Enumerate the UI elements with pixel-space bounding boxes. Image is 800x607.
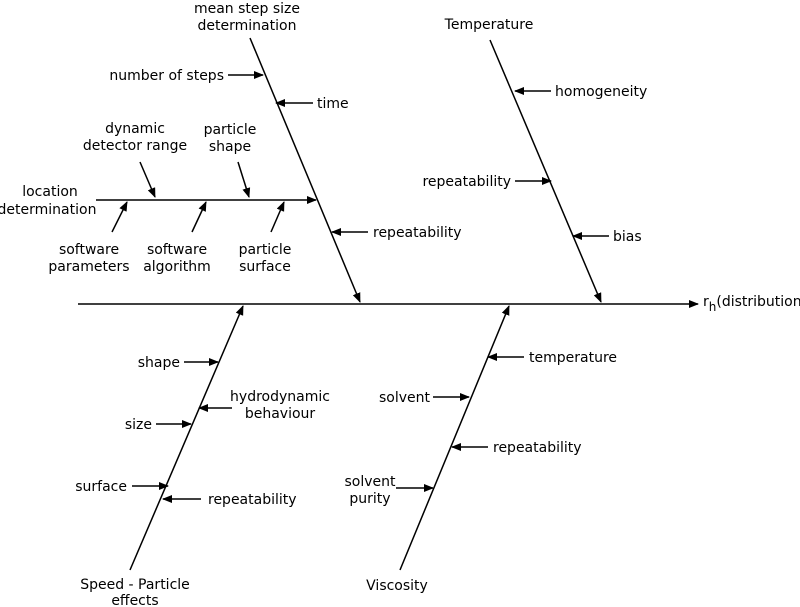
- category-mean-step-line2: determination: [198, 18, 297, 34]
- arrow-software-parameters: [111, 201, 128, 233]
- cause-time: time: [317, 96, 349, 112]
- cause-bias: bias: [613, 229, 642, 245]
- arrow-particle-surface: [270, 201, 285, 233]
- cause-software-parameters-line1: software: [59, 242, 119, 258]
- category-temperature: Temperature: [444, 17, 534, 33]
- bone-temperature: [489, 39, 602, 303]
- cause-solvent-purity-line1: solvent: [344, 474, 396, 490]
- cause-hydrodynamic-line2: behaviour: [245, 406, 316, 422]
- cause-visc-temperature: temperature: [529, 350, 617, 366]
- category-location-line1: location: [22, 184, 78, 200]
- cause-dynamic-detector-line1: dynamic: [105, 121, 165, 137]
- cause-solvent: solvent: [379, 390, 431, 406]
- category-speed-line1: Speed - Particle: [80, 577, 190, 593]
- cause-particle-shape-line1: particle: [204, 122, 257, 138]
- bone-mean-step: [249, 37, 361, 303]
- cause-homogeneity: homogeneity: [555, 84, 647, 100]
- cause-visc-repeatability: repeatability: [493, 440, 582, 456]
- arrow-software-algorithm: [191, 201, 207, 233]
- cause-speed-repeatability: repeatability: [208, 492, 297, 508]
- cause-software-algorithm-line2: algorithm: [143, 259, 211, 275]
- cause-software-algorithm-line1: software: [147, 242, 207, 258]
- cause-number-of-steps: number of steps: [109, 68, 224, 84]
- effect-label: rh(distribution): [703, 294, 800, 314]
- cause-size: size: [125, 417, 152, 433]
- cause-mean-repeatability: repeatability: [373, 225, 462, 241]
- arrow-dynamic-detector: [139, 161, 156, 198]
- arrow-particle-shape: [237, 161, 251, 198]
- cause-particle-shape-line2: shape: [209, 139, 251, 155]
- cause-surface: surface: [75, 479, 127, 495]
- category-speed-line2: effects: [111, 593, 158, 607]
- cause-hydrodynamic-line1: hydrodynamic: [230, 389, 330, 405]
- cause-particle-surface-line1: particle: [239, 242, 292, 258]
- cause-shape: shape: [138, 355, 180, 371]
- category-viscosity: Viscosity: [366, 578, 428, 594]
- category-location-line2: determination: [0, 202, 96, 218]
- bone-viscosity: [399, 305, 510, 571]
- cause-particle-surface-line2: surface: [239, 259, 291, 275]
- cause-solvent-purity-line2: purity: [349, 491, 390, 507]
- cause-dynamic-detector-line2: detector range: [83, 138, 187, 154]
- cause-temp-repeatability: repeatability: [422, 174, 511, 190]
- category-mean-step-line1: mean step size: [194, 1, 300, 17]
- cause-software-parameters-line2: parameters: [48, 259, 129, 275]
- bone-speed: [129, 305, 244, 571]
